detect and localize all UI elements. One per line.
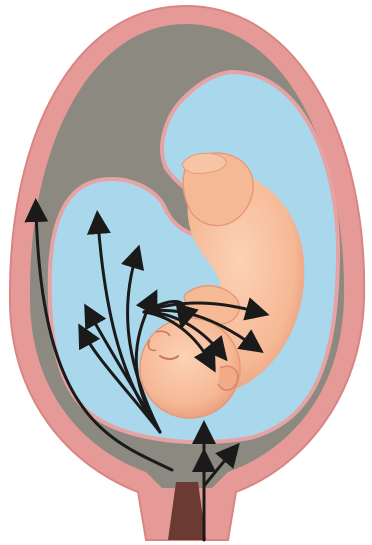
fetus-ear	[218, 366, 238, 390]
